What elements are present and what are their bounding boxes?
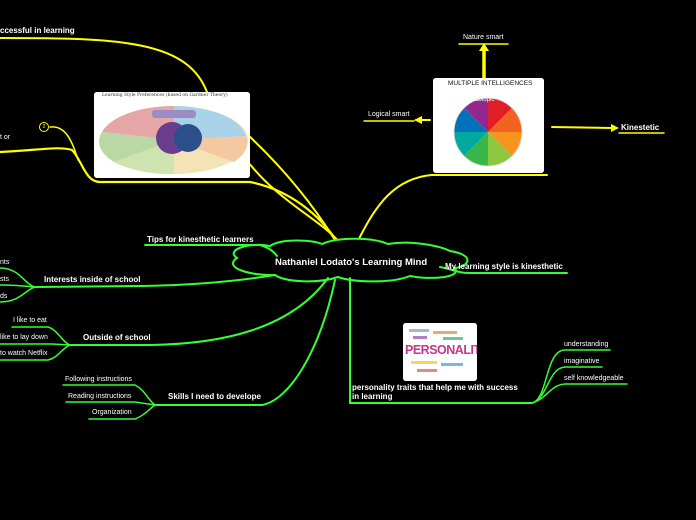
connector-skills: [154, 279, 336, 406]
interests-item-1[interactable]: nts: [0, 259, 10, 266]
number-marker-icon: 2: [39, 122, 49, 132]
interests-item-2[interactable]: sts: [0, 276, 9, 283]
intelligences-subtopic: Subtopic: [471, 97, 495, 103]
connector-personality: [349, 277, 533, 404]
interests-item-3[interactable]: ds: [0, 293, 8, 300]
connector-tips: [144, 244, 278, 257]
learning-styles-image-title: Learning Style Preferences (based on Gar…: [102, 93, 228, 98]
central-topic[interactable]: Nathaniel Lodato's Learning Mind: [275, 257, 428, 268]
connector-intelligences: [356, 174, 548, 244]
central-cloud: [232, 237, 469, 283]
learning-styles-chart-graphic: [94, 92, 250, 178]
intelligences-wheel-graphic: [433, 78, 544, 173]
connector-left-partial: [0, 147, 340, 245]
connector-marker: [49, 126, 79, 161]
personality-image: PERSONALITY: [403, 323, 477, 381]
branch-interests[interactable]: Interests inside of school: [44, 275, 141, 284]
personality-item-1[interactable]: understanding: [564, 341, 609, 348]
personality-item-3[interactable]: self knowledgeable: [564, 375, 624, 382]
personality-image-word: PERSONALITY: [405, 343, 477, 357]
skills-item-3[interactable]: Organization: [92, 409, 132, 416]
outside-item-1[interactable]: I like to eat: [13, 317, 47, 324]
connector-interests: [34, 274, 276, 288]
multiple-intelligences-image: MULTIPLE INTELLIGENCES Subtopic: [433, 78, 544, 173]
branch-style[interactable]: My learning style is kinesthetic: [445, 262, 563, 271]
connector-kinestetic: [551, 126, 613, 129]
intelligences-title: MULTIPLE INTELLIGENCES: [448, 80, 533, 87]
connector-style: [439, 266, 568, 274]
branch-skills[interactable]: Skills I need to develope: [168, 392, 261, 401]
branch-outside[interactable]: Outside of school: [83, 333, 151, 342]
outside-item-3[interactable]: to watch Netflix: [0, 350, 48, 357]
connector-outside: [69, 277, 329, 346]
branch-left-partial[interactable]: t or: [0, 134, 11, 141]
outside-item-2[interactable]: like to lay down: [0, 334, 48, 341]
skills-item-2[interactable]: Reading instructions: [68, 393, 132, 400]
intelligences-nature[interactable]: Nature smart: [463, 34, 504, 41]
branch-tips[interactable]: Tips for kinesthetic learners: [147, 235, 254, 244]
personality-item-2[interactable]: imaginative: [564, 358, 600, 365]
intelligences-kinestetic[interactable]: Kinestetic: [621, 123, 660, 132]
branch-top-left[interactable]: ccessful in learning: [0, 26, 75, 35]
learning-styles-image: Learning Style Preferences (based on Gar…: [94, 92, 250, 178]
personality-word-cloud-graphic: [403, 323, 477, 381]
skills-item-1[interactable]: Following instructions: [65, 376, 132, 383]
connector-top-left-image: [247, 134, 336, 241]
intelligences-logical[interactable]: Logical smart: [368, 111, 410, 118]
branch-personality[interactable]: personality traits that help me with suc…: [352, 383, 518, 401]
